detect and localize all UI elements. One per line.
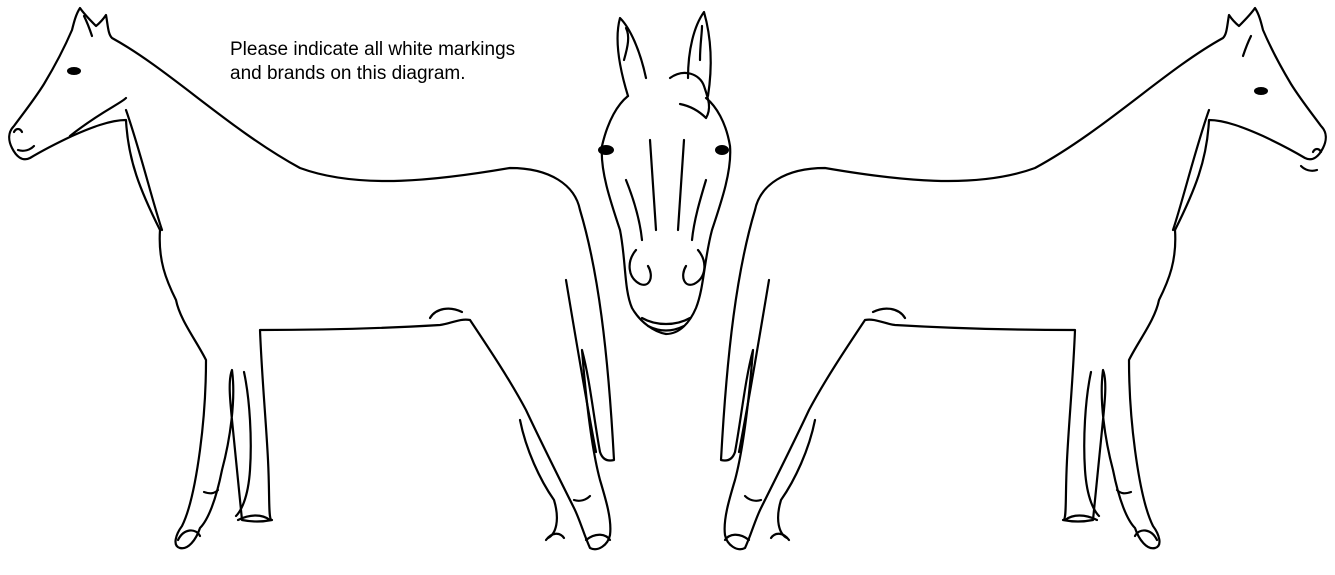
horse-head-front-icon [598,12,730,334]
horse-left-side-icon [9,8,614,549]
instruction-text: Please indicate all white markings and b… [230,38,610,86]
horse-right-side-icon [721,8,1326,549]
instruction-line-1: Please indicate all white markings [230,38,610,62]
instruction-line-2: and brands on this diagram. [230,62,610,86]
